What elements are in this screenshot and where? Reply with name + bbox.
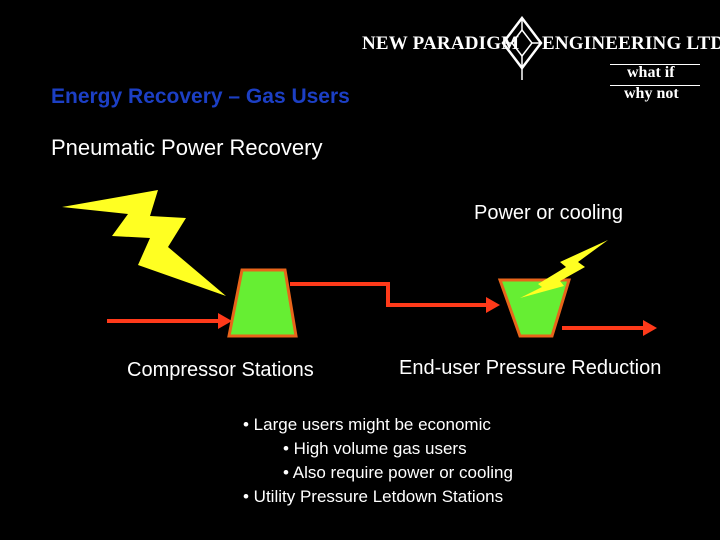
tagline-what-if: what if bbox=[627, 64, 675, 81]
bullet-item: • High volume gas users bbox=[283, 439, 467, 458]
tagline-rule bbox=[610, 64, 700, 65]
pressure-reduction-shape bbox=[497, 278, 572, 338]
bullet-item: • Large users might be economic bbox=[243, 415, 491, 434]
compressor-stations-label: Compressor Stations bbox=[127, 359, 314, 381]
bullet-item: • Also require power or cooling bbox=[283, 463, 513, 482]
tagline-divider bbox=[610, 85, 700, 86]
transmission-arrowhead bbox=[486, 297, 500, 313]
bullet-item: • Utility Pressure Letdown Stations bbox=[243, 487, 504, 506]
slide-subtitle: Pneumatic Power Recovery bbox=[51, 135, 323, 160]
company-logo-icon bbox=[501, 16, 543, 80]
end-user-pressure-reduction-label: End-user Pressure Reduction bbox=[399, 357, 662, 379]
company-name-right: ENGINEERING LTD. bbox=[542, 33, 720, 54]
tagline-why-not: why not bbox=[624, 85, 679, 102]
inlet-arrowhead bbox=[218, 313, 232, 329]
transmission-pipe bbox=[290, 282, 490, 307]
lightning-bolt-right-icon bbox=[520, 240, 608, 298]
slide-title: Energy Recovery – Gas Users bbox=[51, 85, 350, 108]
compressor-station-shape bbox=[227, 268, 298, 338]
company-name-left: NEW PARADIGM bbox=[362, 33, 520, 54]
lightning-bolt-left-icon bbox=[62, 190, 226, 296]
power-or-cooling-label: Power or cooling bbox=[474, 202, 623, 224]
outlet-arrowhead bbox=[643, 320, 657, 336]
